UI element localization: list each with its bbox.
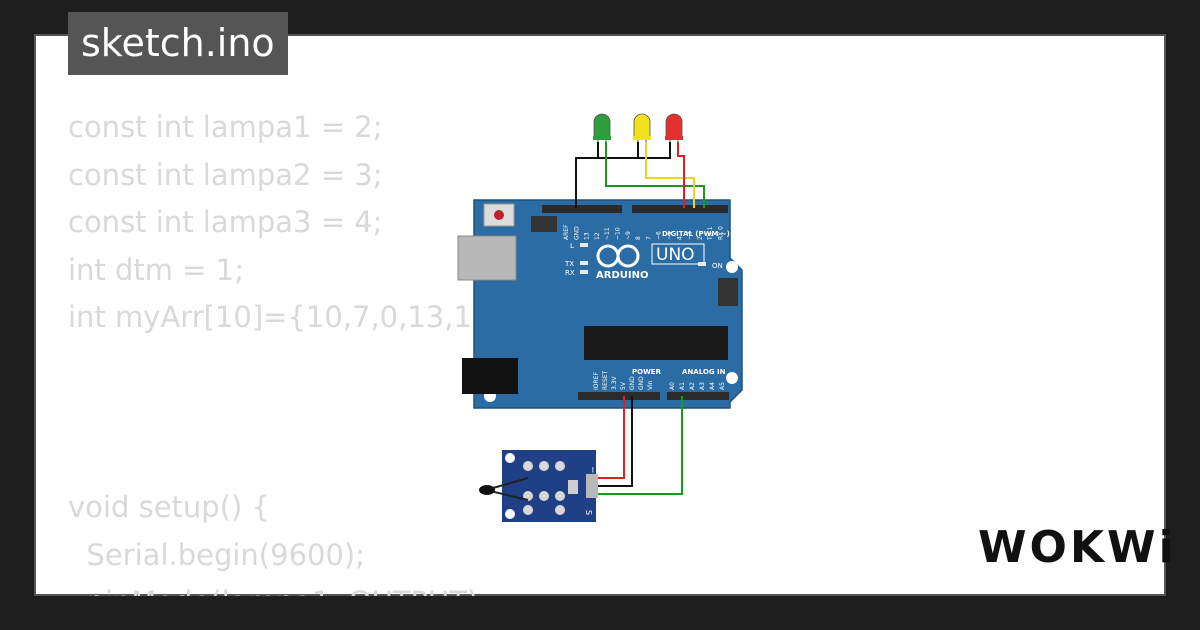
pin-label: RESET — [602, 370, 609, 390]
digital-label: DIGITAL (PWM ~) — [662, 230, 730, 238]
pin-label: A5 — [719, 382, 726, 390]
microcontroller-chip — [584, 326, 728, 360]
reset-button-cap — [494, 210, 504, 220]
pin-s-label: S — [584, 510, 593, 515]
pin-label: A3 — [699, 382, 706, 390]
status-led — [580, 270, 588, 274]
model-frame — [651, 243, 705, 265]
analog-header — [667, 392, 729, 400]
resistor — [568, 480, 578, 494]
mount-hole — [726, 261, 738, 273]
pin-label: 7 — [645, 236, 652, 240]
pin-label: ~10 — [615, 227, 622, 240]
code-editor[interactable]: const int lampa1 = 2; const int lampa2 = … — [68, 104, 500, 596]
status-led — [580, 243, 588, 247]
pin-label: ~3 — [687, 231, 694, 240]
sensor-pads — [523, 461, 565, 515]
on-label: ON — [712, 262, 723, 270]
code-line: void setup() { — [68, 490, 270, 524]
code-line: pinMode(lampa1, OUTPUT); — [68, 579, 500, 596]
pin-label: ~11 — [604, 227, 611, 240]
code-line: const int lampa3 = 4; — [68, 205, 383, 239]
pin-label: A1 — [679, 382, 686, 390]
pin-label: 2 — [697, 236, 704, 240]
code-area: const int lampa1 = 2; const int lampa2 = … — [34, 34, 1166, 596]
pin-label: 12 — [594, 232, 601, 240]
pin-label: IOREF — [593, 372, 600, 390]
led[interactable] — [665, 113, 683, 146]
pin-label: A2 — [689, 382, 696, 390]
tx-label: TX — [564, 260, 574, 268]
wire-gnd[interactable] — [575, 142, 599, 208]
power-jack — [462, 358, 518, 394]
analog-label: ANALOG IN — [682, 368, 726, 376]
code-line: Serial.begin(9600); — [68, 537, 366, 572]
code-line: const int lampa2 = 3; — [68, 157, 383, 192]
wire-a0[interactable] — [598, 396, 683, 495]
pin-label: TX 1 — [707, 226, 714, 241]
mount-hole — [726, 372, 738, 384]
pin-label: RX 0 — [718, 226, 725, 240]
pin-label: ~9 — [625, 231, 632, 240]
sensor-pin-header — [586, 474, 598, 498]
led-group — [593, 113, 683, 146]
icsp-header — [718, 278, 738, 306]
wire-gnd[interactable] — [598, 142, 639, 159]
thermistor-probe — [479, 485, 495, 495]
led[interactable] — [633, 113, 651, 146]
pin-label: A4 — [709, 382, 716, 390]
power-label: POWER — [632, 368, 662, 376]
mount-hole — [505, 453, 515, 463]
pin-label: GND — [573, 226, 580, 240]
pin-minus-label: − — [587, 466, 597, 474]
code-line: int myArr[10]={10,7,0,13,1,2 — [68, 300, 500, 334]
wire-lampa3[interactable] — [677, 142, 685, 208]
wire-lampa2[interactable] — [645, 142, 695, 208]
pin-label: AREF — [563, 224, 570, 240]
wokwi-logo: WOKWi — [978, 522, 1177, 573]
pin-label: GND — [638, 376, 645, 390]
power-header — [578, 392, 660, 400]
wire-lampa1[interactable] — [605, 142, 705, 208]
l-label: L — [570, 242, 574, 250]
icsp-header — [531, 216, 557, 232]
brand-label: ARDUINO — [596, 270, 648, 281]
pin-label: 4 — [676, 236, 683, 240]
status-led — [580, 261, 588, 265]
wire-5v[interactable] — [598, 396, 625, 479]
usb-port — [457, 235, 517, 281]
arduino-logo — [596, 244, 640, 268]
file-tab[interactable]: sketch.ino — [68, 12, 288, 75]
code-line: const int lampa1 = 2; — [68, 110, 383, 144]
pin-label: ~6 — [656, 231, 663, 240]
sensor-board — [502, 450, 596, 522]
pin-label: 3.3V — [611, 375, 618, 390]
pin-label: GND — [629, 376, 636, 390]
model-label: UNO — [656, 245, 695, 265]
arduino-uno-board[interactable]: ARDUINO UNO ON L TX RX DIGITAL (PWM ~) P… — [457, 199, 743, 409]
pin-label: 8 — [635, 236, 642, 240]
pin-label: ~5 — [666, 231, 673, 240]
led[interactable] — [593, 113, 611, 146]
code-line: int dtm = 1; — [68, 252, 245, 287]
wires — [575, 142, 705, 495]
mount-hole — [505, 509, 515, 519]
pin-label: 13 — [584, 232, 591, 240]
pin-label: A0 — [669, 382, 676, 390]
rx-label: RX — [565, 269, 575, 277]
wire-gnd[interactable] — [598, 142, 671, 159]
digital-header-right — [632, 205, 728, 213]
status-led — [698, 262, 706, 266]
temperature-sensor-module[interactable]: − S — [479, 450, 598, 522]
pin-label: Vin — [647, 380, 654, 390]
pin-label: 5V — [620, 381, 627, 390]
wire-gnd-sensor[interactable] — [598, 396, 633, 487]
digital-header-left — [542, 205, 622, 213]
